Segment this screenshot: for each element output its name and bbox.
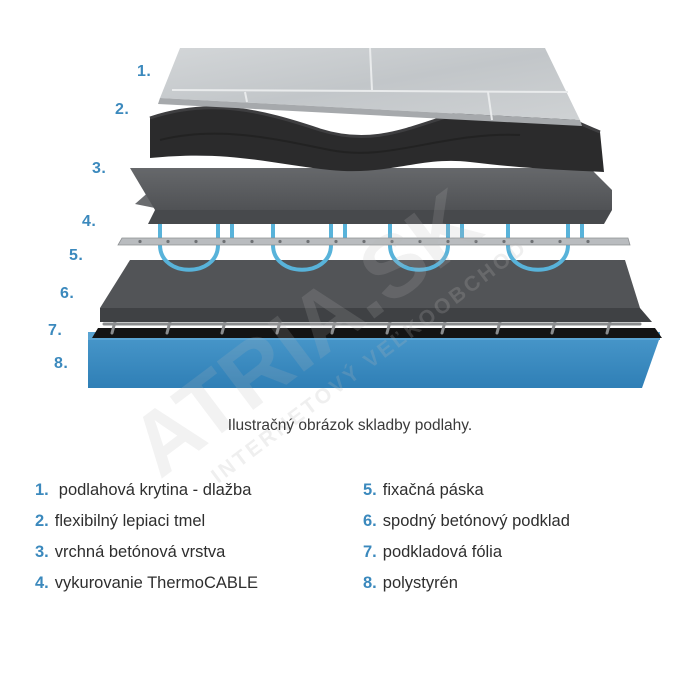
tape-hole: [334, 239, 338, 244]
polystyrene-layer: [88, 332, 660, 388]
tape-hole: [558, 239, 562, 244]
layer-number-5: 5.: [69, 247, 84, 264]
legend-label: polystyrén: [382, 574, 458, 592]
mesh-layer: [102, 316, 642, 335]
tape-hole: [586, 239, 590, 244]
tape-hole: [166, 239, 170, 244]
legend-label: vykurovanie ThermoCABLE: [54, 574, 259, 592]
legend-num: 2.: [35, 512, 49, 530]
legend-item-8: 8. polystyrén: [363, 574, 458, 593]
tape-hole: [390, 239, 394, 244]
fixing-tape: [117, 237, 631, 246]
legend-num: 5.: [363, 481, 377, 499]
legend-num: 3.: [35, 543, 49, 561]
legend-item-6: 6. spodný betónový podklad: [363, 512, 570, 531]
tape-hole: [362, 239, 366, 244]
tape-hole: [474, 239, 478, 244]
lower-concrete-layer: [100, 260, 652, 322]
legend-num: 8.: [363, 574, 377, 592]
legend-num: 6.: [363, 512, 377, 530]
layer-number-7: 7.: [48, 322, 63, 339]
layer-number-2: 2.: [115, 101, 130, 118]
tape-hole: [446, 239, 450, 244]
foil-layer: [92, 328, 662, 338]
tape-hole: [418, 239, 422, 244]
legend-item-1: 1. podlahová krytina - dlažba: [35, 481, 251, 500]
tape-hole: [194, 239, 198, 244]
layer-number-1: 1.: [137, 63, 152, 80]
legend-num: 4.: [35, 574, 49, 592]
tape-hole: [502, 239, 506, 244]
tile-layer: [158, 47, 582, 126]
legend-item-2: 2. flexibilný lepiaci tmel: [35, 512, 205, 531]
layer-number-4: 4.: [82, 213, 97, 230]
tape-hole: [306, 239, 310, 244]
legend-label: spodný betónový podklad: [382, 512, 570, 530]
tape-hole: [222, 239, 226, 244]
legend-item-5: 5. fixačná páska: [363, 481, 484, 500]
legend-label: podkladová fólia: [382, 543, 503, 561]
legend-item-4: 4. vykurovanie ThermoCABLE: [35, 574, 258, 593]
legend-label: vrchná betónová vrstva: [54, 543, 226, 561]
legend-item-7: 7. podkladová fólia: [363, 543, 502, 562]
layer-number-6: 6.: [60, 285, 75, 302]
legend-label: podlahová krytina - dlažba: [58, 481, 252, 499]
legend-item-3: 3. vrchná betónová vrstva: [35, 543, 225, 562]
diagram-caption: Ilustračný obrázok skladby podlahy.: [227, 417, 473, 434]
legend-label: fixačná páska: [382, 481, 484, 499]
layer-number-8: 8.: [54, 355, 69, 372]
legend-num: 1.: [35, 481, 49, 499]
tape-hole: [278, 239, 282, 244]
tape-hole: [530, 239, 534, 244]
legend-num: 7.: [363, 543, 377, 561]
legend-label: flexibilný lepiaci tmel: [54, 512, 206, 530]
tape-hole: [138, 239, 142, 244]
layer-number-3: 3.: [92, 160, 107, 177]
tape-hole: [250, 239, 254, 244]
top-concrete-layer: [130, 168, 612, 224]
